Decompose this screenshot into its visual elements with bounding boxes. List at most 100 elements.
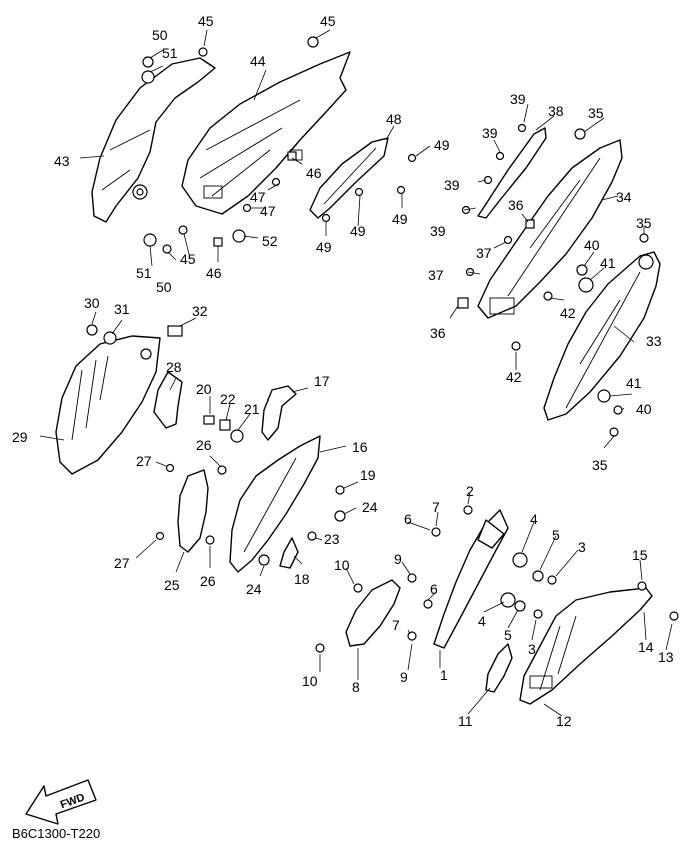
callout: 52 (262, 233, 278, 249)
part-12-side-cover (519, 587, 653, 705)
callout: 48 (386, 111, 402, 127)
callout: 30 (84, 295, 100, 311)
part-33-side-cover (543, 251, 661, 421)
part-1-bracket (433, 509, 509, 649)
part-28-bracket (153, 371, 183, 429)
callout: 19 (360, 467, 376, 483)
hardware-top-left (141, 36, 417, 254)
callout: 2 (466, 483, 474, 499)
callout: 42 (560, 305, 576, 321)
callout: 18 (294, 571, 310, 587)
part-17-18-brackets (261, 385, 299, 569)
callout: 36 (430, 325, 446, 341)
callout: 26 (200, 573, 216, 589)
callout: 49 (392, 211, 408, 227)
part-8-panel (345, 579, 401, 647)
callout: 13 (658, 649, 674, 665)
callout: 50 (156, 279, 172, 295)
callout: 42 (506, 369, 522, 385)
callout: 16 (352, 439, 368, 455)
callout: 41 (626, 375, 642, 391)
callout: 15 (632, 547, 648, 563)
callout: 9 (394, 551, 402, 567)
callout: 8 (352, 679, 360, 695)
part-43-side-cover (91, 57, 216, 223)
hardware-top-right (457, 123, 649, 437)
callout: 12 (556, 713, 572, 729)
callout: 32 (192, 303, 208, 319)
callout: 45 (320, 13, 336, 29)
callout: 3 (578, 539, 586, 555)
callout: 27 (114, 555, 130, 571)
leader-lines-top-right (449, 103, 645, 449)
callout: 1 (440, 667, 448, 683)
hardware-middle-left (86, 324, 346, 566)
callout: 51 (162, 45, 178, 61)
callout: 37 (428, 267, 444, 283)
leader-lines-top-left (79, 29, 431, 267)
callout: 24 (246, 581, 262, 597)
callout: 23 (324, 531, 340, 547)
callout: 46 (206, 265, 222, 281)
part-44-side-panel (181, 51, 351, 215)
callout: 46 (306, 165, 322, 181)
callout: 21 (244, 401, 260, 417)
callout: 29 (12, 429, 28, 445)
callout: 14 (638, 639, 654, 655)
callout: 7 (392, 617, 400, 633)
callout: 39 (510, 91, 526, 107)
callout: 36 (508, 197, 524, 213)
callout: 39 (444, 177, 460, 193)
callout: 47 (250, 189, 266, 205)
callout: 37 (476, 245, 492, 261)
callout: 35 (592, 457, 608, 473)
callout: 6 (430, 581, 438, 597)
callout: 5 (552, 527, 560, 543)
callout: 35 (636, 215, 652, 231)
callout: 4 (478, 613, 486, 629)
callout: 35 (588, 105, 604, 121)
callout: 44 (250, 53, 266, 69)
leader-lines-bottom-right (319, 491, 673, 717)
callout: 34 (616, 189, 632, 205)
callout: 7 (432, 499, 440, 515)
callout: 49 (350, 223, 366, 239)
callout: 6 (404, 511, 412, 527)
callout: 10 (302, 673, 318, 689)
callout: 20 (196, 381, 212, 397)
callout: 38 (548, 103, 564, 119)
part-11-bracket (485, 643, 513, 693)
callout: 24 (362, 499, 378, 515)
part-16-panel (229, 435, 321, 573)
callout: 27 (136, 453, 152, 469)
callout: 39 (430, 223, 446, 239)
diagram-code: B6C1300-T220 (12, 826, 100, 841)
callout: 39 (482, 125, 498, 141)
callout: 43 (54, 153, 70, 169)
leader-lines-middle-left (39, 311, 359, 577)
callout: 28 (166, 359, 182, 375)
callout: 31 (114, 301, 130, 317)
callout: 45 (180, 251, 196, 267)
callout: 33 (646, 333, 662, 349)
callout-numbers: 1 2 3 3 4 4 5 5 6 6 7 7 8 9 9 10 10 11 1… (12, 13, 674, 729)
callout: 4 (530, 511, 538, 527)
callout: 40 (584, 237, 600, 253)
callout: 25 (164, 577, 180, 593)
callout: 3 (528, 641, 536, 657)
part-29-inner-panel (55, 335, 161, 475)
callout: 26 (196, 437, 212, 453)
callout: 5 (504, 627, 512, 643)
callout: 40 (636, 401, 652, 417)
callout: 17 (314, 373, 330, 389)
callout: 9 (400, 669, 408, 685)
callout: 50 (152, 27, 168, 43)
part-25-panel (177, 469, 209, 553)
part-48-bracket (309, 137, 389, 219)
callout: 49 (316, 239, 332, 255)
callout: 51 (136, 265, 152, 281)
hardware-bottom-right (315, 505, 679, 653)
callout: 41 (600, 255, 616, 271)
part-34-side-cover (477, 127, 623, 319)
